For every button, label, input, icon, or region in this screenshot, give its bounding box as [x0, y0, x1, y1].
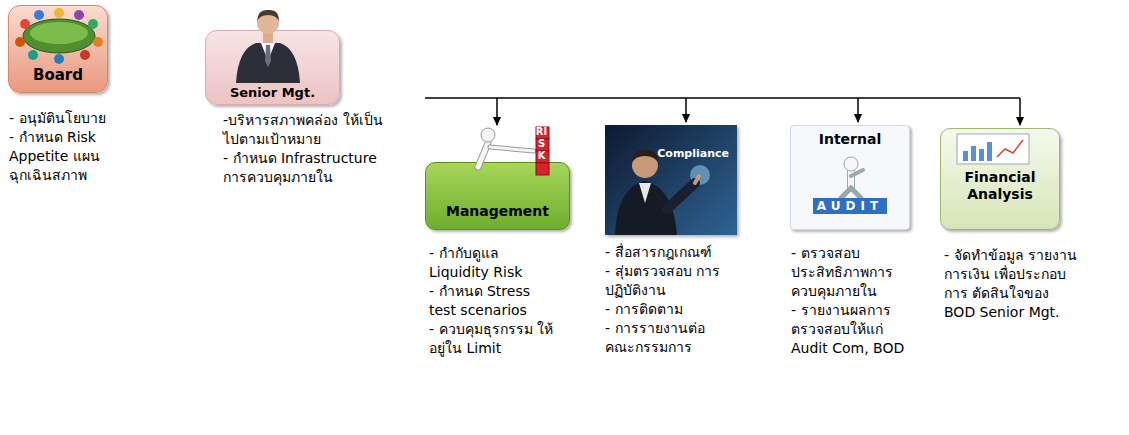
- description-item: - สุ่มตรวจสอบ การปฏิบัติงาน: [605, 262, 733, 300]
- description: - ตรวจสอบ ประสิทธิภาพการ ควบคุมภายใน- รา…: [791, 244, 923, 358]
- arrow: [685, 98, 687, 122]
- description: - กำกับดูแล Liquidity Risk- กำหนด Stress…: [429, 244, 557, 358]
- picture-letters: RISK: [535, 126, 548, 162]
- box-title: Internal: [791, 131, 909, 148]
- senior-mgt-box: Senior Mgt.-บริหารสภาพคล่อง ให้เป็นไปตาม…: [205, 30, 340, 105]
- risk-picture: [426, 163, 571, 231]
- bracket-line: [425, 97, 1020, 99]
- compliance-picture: [605, 125, 737, 235]
- board-box: Board- อนุมัตินโยบาย- กำหนด Risk Appetit…: [8, 5, 108, 93]
- description-item: - ควบคุมธุรกรรม ให้อยู่ใน Limit: [429, 320, 557, 358]
- description-item: - รายงานผลการ ตรวจสอบให้แก่ Audit Com, B…: [791, 301, 923, 358]
- description-item: -บริหารสภาพคล่อง ให้เป็นไปตามเป้าหมาย: [223, 111, 395, 149]
- box-title: Financial Analysis: [941, 169, 1059, 203]
- description: - อนุมัตินโยบาย- กำหนด Risk Appetite แผน…: [9, 109, 127, 185]
- description-item: - อนุมัตินโยบาย: [9, 109, 127, 128]
- box-title: Management: [426, 203, 569, 220]
- description: -บริหารสภาพคล่อง ให้เป็นไปตามเป้าหมาย- ก…: [223, 111, 395, 187]
- arrow: [857, 98, 859, 122]
- box-title: Compliance: [605, 147, 737, 160]
- description-item: - กำหนด Stress test scenarios: [429, 282, 557, 320]
- description-item: - จัดทำข้อมูล รายงานการเงิน เพื่อประกอบก…: [944, 246, 1078, 322]
- description-item: - สื่อสารกฎเกณฑ์: [605, 243, 733, 262]
- box-caption: AUDIT: [813, 198, 887, 214]
- arrow: [496, 98, 498, 125]
- description: - สื่อสารกฎเกณฑ์- สุ่มตรวจสอบ การปฏิบัติ…: [605, 243, 733, 357]
- box-title: Senior Mgt.: [206, 85, 339, 101]
- description-item: - การรายงานต่อ คณะกรรมการ: [605, 319, 733, 357]
- financial-analysis-box: Financial Analysis- จัดทำข้อมูล รายงานกา…: [940, 128, 1060, 230]
- description-item: - การติดตาม: [605, 300, 733, 319]
- internal-audit-box: InternalAUDIT- ตรวจสอบ ประสิทธิภาพการ คว…: [790, 125, 910, 230]
- description-item: - กำหนด Risk Appetite แผนฉุกเฉินสภาพ: [9, 128, 127, 185]
- description-item: - ตรวจสอบ ประสิทธิภาพการ ควบคุมภายใน: [791, 244, 923, 301]
- compliance-box: Compliance- สื่อสารกฎเกณฑ์- สุ่มตรวจสอบ …: [605, 125, 737, 235]
- management-box: Management- กำกับดูแล Liquidity Risk- กำ…: [425, 162, 570, 230]
- arrow: [1019, 98, 1021, 125]
- box-title: Board: [9, 66, 107, 84]
- description-item: - กำหนด Infrastructure การควบคุมภายใน: [223, 149, 395, 187]
- description: - จัดทำข้อมูล รายงานการเงิน เพื่อประกอบก…: [944, 246, 1078, 322]
- description-item: - กำกับดูแล Liquidity Risk: [429, 244, 557, 282]
